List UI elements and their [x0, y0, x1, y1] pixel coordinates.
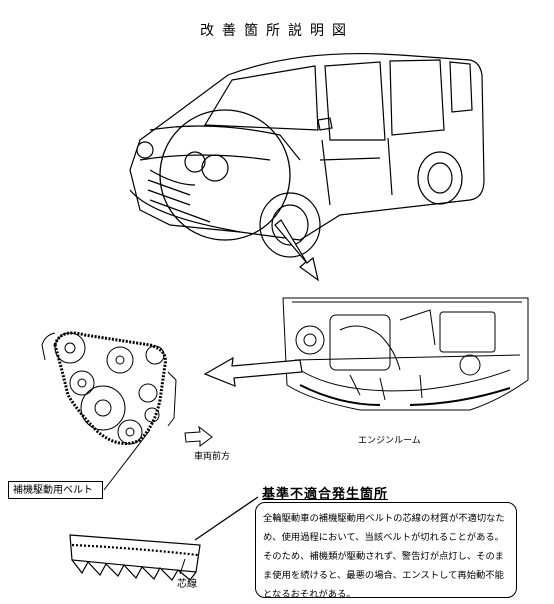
core-wire-label: 芯線: [177, 579, 197, 590]
vehicle-front-label: 車両前方: [194, 452, 231, 462]
engine-room-illustration: [282, 297, 529, 411]
defect-heading: 基準不適合発生箇所: [262, 487, 389, 502]
defect-description: 全輪駆動車の補機駆動用ベルトの芯線の材質が不適切なため、使用過程において、当該ベ…: [255, 502, 517, 600]
core-wire-leader: [179, 558, 186, 575]
belt-label-leader: [103, 429, 151, 491]
defect-leader: [194, 496, 259, 541]
engine-room-label: エンジンルーム: [358, 436, 421, 446]
car-illustration: [129, 52, 485, 258]
diagram-title: 改善箇所説明図: [200, 23, 354, 39]
arrow-to-engine: [274, 219, 319, 282]
belt-pulley-illustration: [41, 331, 177, 446]
belt-label: 補機駆動用ベルト: [8, 481, 103, 499]
vehicle-front-arrow: [184, 425, 213, 447]
belt-cross-section: [69, 534, 201, 581]
arrow-to-belt: [203, 356, 303, 387]
